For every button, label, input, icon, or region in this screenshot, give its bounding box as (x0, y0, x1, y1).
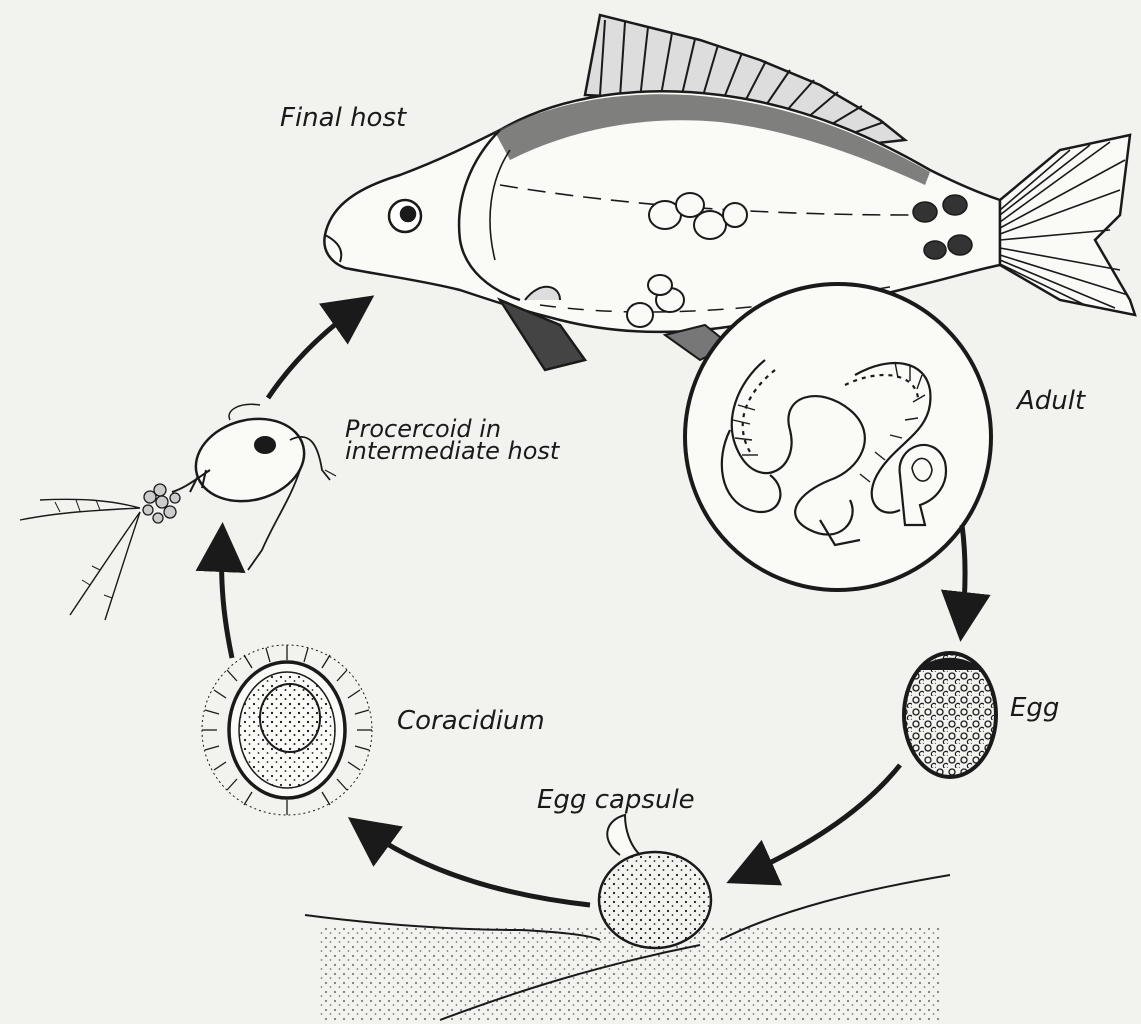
fish-illustration (324, 15, 1135, 370)
tail-fin (1000, 135, 1135, 315)
adult-worm-inset (685, 284, 991, 590)
label-coracidium: Coracidium (397, 708, 545, 735)
label-final-host: Final host (280, 105, 406, 132)
copepod-illustration (20, 404, 336, 620)
arrow-egg-to-capsule (740, 765, 900, 877)
arrow-adult-to-egg (962, 525, 965, 627)
arrow-procercoid-to-host (268, 304, 362, 398)
egg-illustration (904, 653, 996, 777)
coracidium-illustration (202, 645, 372, 815)
label-egg-capsule: Egg capsule (537, 787, 695, 814)
label-procercoid: Procercoid in intermediate host (345, 418, 559, 462)
label-egg: Egg (1010, 695, 1059, 722)
label-procercoid-line2: intermediate host (345, 440, 559, 462)
arrow-coracidium-to-procercoid (221, 537, 232, 658)
arrow-capsule-to-coracidium (360, 826, 590, 905)
label-adult: Adult (1017, 388, 1085, 415)
